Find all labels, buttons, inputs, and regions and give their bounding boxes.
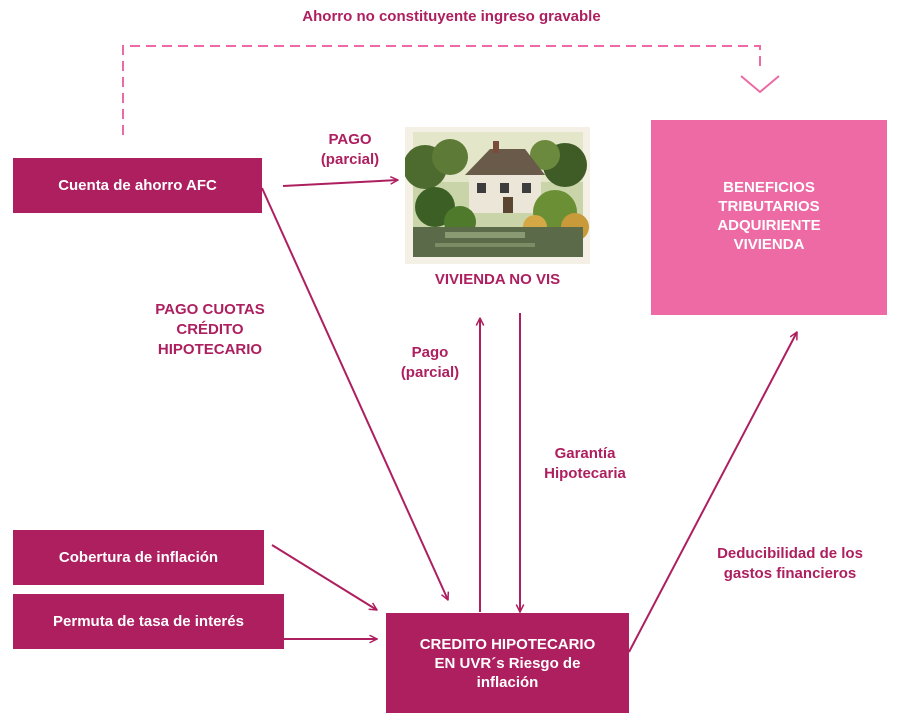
house-image [405, 127, 590, 264]
garantia-label: Garantía Hipotecaria [544, 445, 626, 482]
arrow-cobertura-to-credito [271, 544, 377, 610]
dashed-savings-connector [122, 45, 780, 135]
interest-swap-box: Permuta de tasa de interés [13, 594, 284, 649]
arrow-afc-to-credito [261, 187, 448, 600]
deducibilidad-label: Deducibilidad de los gastos financieros [717, 545, 863, 582]
pago-parcial-top-label: PAGO (parcial) [320, 131, 380, 168]
arrow-afc-to-house [282, 180, 398, 187]
tax-benefits-box: BENEFICIOS TRIBUTARIOS ADQUIRIENTE VIVIE… [651, 120, 887, 315]
afc-account-box: Cuenta de ahorro AFC [13, 158, 262, 213]
house-caption: VIVIENDA NO VIS [434, 271, 561, 288]
arrow-credito-to-beneficios [628, 332, 798, 653]
pago-cuotas-label: PAGO CUOTAS CRÉDITO HIPOTECARIO [155, 301, 265, 358]
mortgage-credit-box: CREDITO HIPOTECARIO EN UVR´s Riesgo de i… [386, 613, 629, 713]
pago-parcial-mid-label: Pago (parcial) [400, 344, 460, 381]
inflation-coverage-box: Cobertura de inflación [13, 530, 264, 585]
top-savings-label: Ahorro no constituyente ingreso gravable [302, 8, 601, 25]
